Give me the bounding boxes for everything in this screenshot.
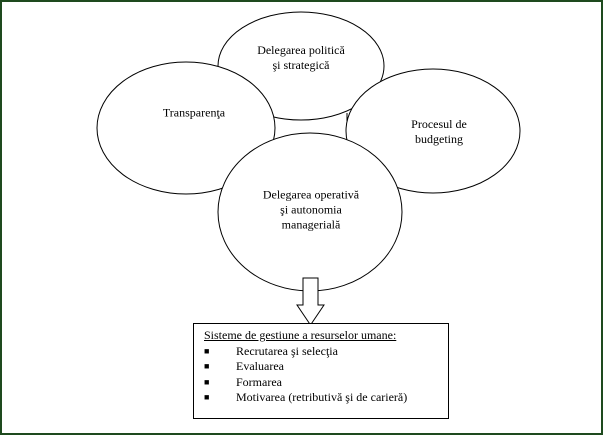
ellipse-budgeting <box>345 68 521 194</box>
label-budgeting: Procesul de budgeting <box>411 117 467 147</box>
label-line: şi autonomia <box>280 202 342 217</box>
label-line: managerială <box>281 217 341 232</box>
bullet-icon: ■ <box>204 361 210 371</box>
list-item: ■ Evaluarea <box>204 359 448 375</box>
list-item-label: Evaluarea <box>236 359 284 373</box>
list-item: ■ Formarea <box>204 375 448 391</box>
list-item: ■ Motivarea (retributivă şi de carieră) <box>204 390 448 406</box>
label-political-delegation: Delegarea politică şi strategică <box>257 43 345 73</box>
arrow-down-icon <box>296 277 325 326</box>
label-line: Transparenţa <box>162 105 226 120</box>
list-item-label: Formarea <box>236 374 282 389</box>
hr-systems-box: Sisteme de gestiune a resurselor umane: … <box>193 323 449 419</box>
bullet-icon: ■ <box>204 376 210 387</box>
label-line: Delegarea politică <box>257 43 345 57</box>
ellipse-transparency <box>96 61 276 195</box>
label-transparency: Transparenţa <box>163 106 225 121</box>
label-line: şi strategică <box>272 58 330 72</box>
bullet-icon: ■ <box>204 345 210 356</box>
label-line: budgeting <box>415 132 463 146</box>
list-item: ■ Recrutarea şi selecţia <box>204 344 448 360</box>
box-title: Sisteme de gestiune a resurselor umane: <box>204 328 397 342</box>
label-line: Procesul de <box>411 117 467 131</box>
label-operational-delegation: Delegarea operativă şi autonomia manager… <box>263 188 359 233</box>
label-line: Delegarea operativă <box>262 187 360 202</box>
list-item-label: Recrutarea şi selecţia <box>236 343 338 358</box>
list-item-label: Motivarea (retributivă şi de carieră) <box>236 390 408 404</box>
bullet-icon: ■ <box>204 392 210 402</box>
